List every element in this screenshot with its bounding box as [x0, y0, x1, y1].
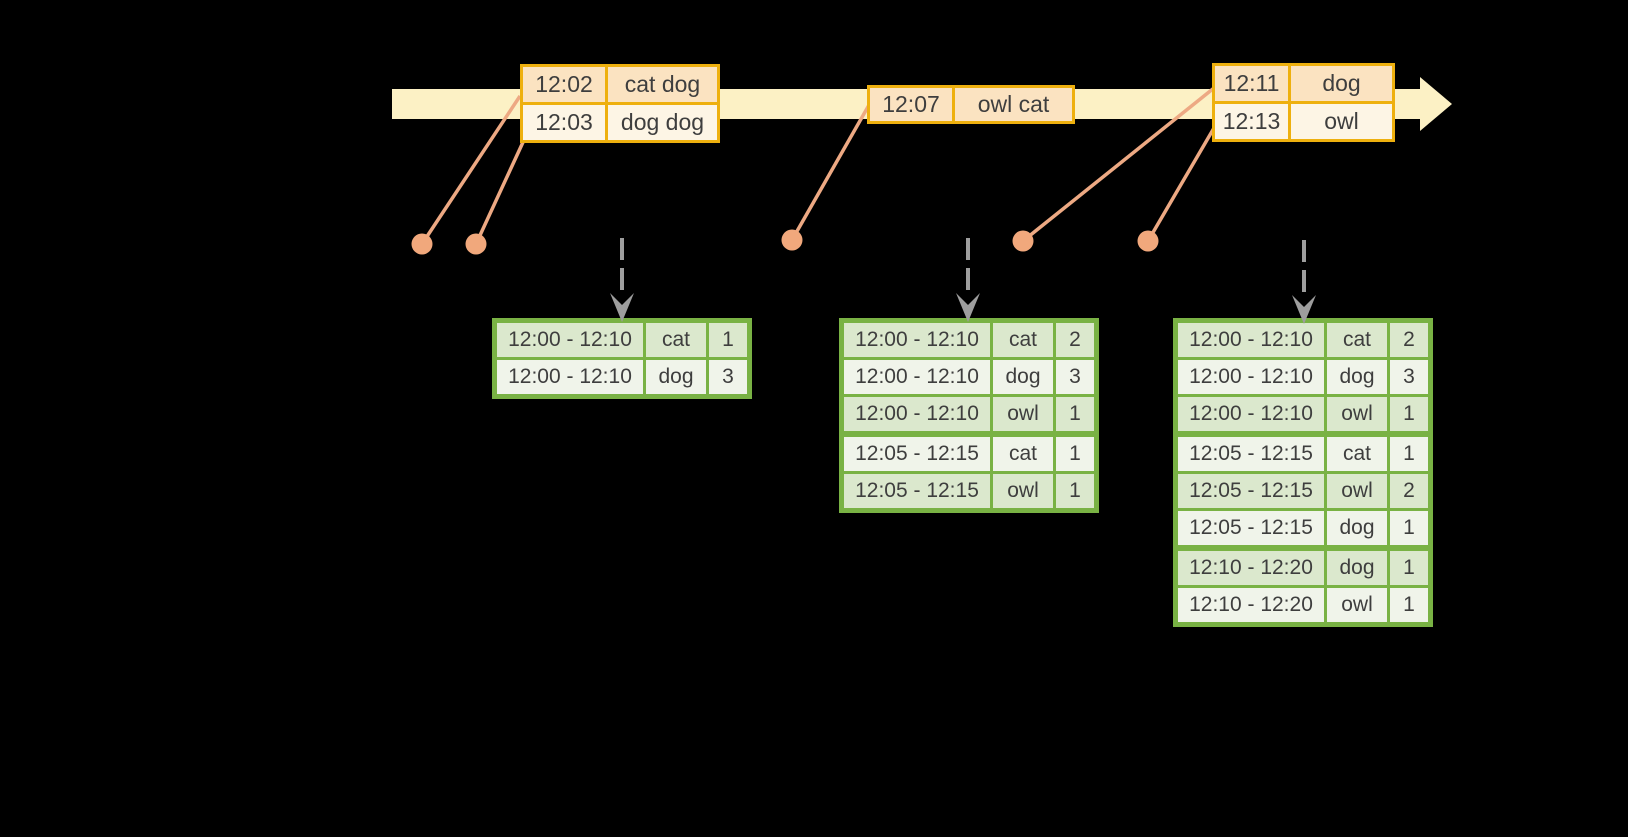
- event-words-cell: cat dog: [608, 67, 717, 102]
- count-cell: 1: [1056, 397, 1094, 431]
- result-table-1: 12:00 - 12:10 cat 1 12:00 - 12:10 dog 3: [492, 318, 752, 399]
- event-words-cell: owl: [1291, 104, 1392, 139]
- trigger-arrow: [956, 238, 980, 322]
- event-connector-line: [474, 139, 526, 245]
- event-time-cell: 12:13: [1215, 104, 1288, 139]
- count-cell: 1: [1390, 588, 1428, 622]
- window-cell: 12:00 - 12:10: [1178, 397, 1324, 431]
- window-group: 12:10 - 12:20 dog 1 12:10 - 12:20 owl 1: [1178, 551, 1428, 622]
- word-cell: dog: [1327, 360, 1387, 394]
- event-time-cell: 12:11: [1215, 66, 1288, 101]
- event-table-1: 12:02 cat dog 12:03 dog dog: [520, 64, 720, 143]
- result-table-2: 12:00 - 12:10 cat 2 12:00 - 12:10 dog 3 …: [839, 318, 1099, 513]
- event-time-cell: 12:07: [870, 88, 952, 121]
- event-marker-dot: [411, 233, 433, 255]
- event-connector-line: [790, 104, 871, 241]
- window-cell: 12:00 - 12:10: [1178, 323, 1324, 357]
- count-cell: 3: [1056, 360, 1094, 394]
- word-cell: cat: [1327, 437, 1387, 471]
- count-cell: 2: [1390, 323, 1428, 357]
- word-cell: cat: [1327, 323, 1387, 357]
- count-cell: 1: [709, 323, 747, 357]
- event-marker-dot: [781, 229, 803, 251]
- count-cell: 2: [1390, 474, 1428, 508]
- window-group: 12:05 - 12:15 cat 1 12:05 - 12:15 owl 1: [844, 437, 1094, 508]
- event-marker-dot: [1012, 230, 1034, 252]
- count-cell: 1: [1056, 437, 1094, 471]
- window-cell: 12:05 - 12:15: [1178, 437, 1324, 471]
- event-time-cell: 12:02: [523, 67, 605, 102]
- word-cell: owl: [1327, 588, 1387, 622]
- word-cell: owl: [1327, 397, 1387, 431]
- count-cell: 2: [1056, 323, 1094, 357]
- event-marker-dot: [465, 233, 487, 255]
- trigger-arrow: [610, 238, 634, 322]
- event-words-cell: dog: [1291, 66, 1392, 101]
- word-cell: cat: [993, 323, 1053, 357]
- window-cell: 12:00 - 12:10: [497, 360, 643, 394]
- count-cell: 3: [709, 360, 747, 394]
- window-cell: 12:05 - 12:15: [844, 437, 990, 471]
- event-table-3: 12:11 dog 12:13 owl: [1212, 63, 1395, 142]
- window-group: 12:00 - 12:10 cat 2 12:00 - 12:10 dog 3 …: [844, 323, 1094, 431]
- event-connector-line: [1146, 127, 1216, 242]
- window-cell: 12:10 - 12:20: [1178, 588, 1324, 622]
- count-cell: 1: [1390, 397, 1428, 431]
- window-cell: 12:00 - 12:10: [844, 360, 990, 394]
- window-cell: 12:00 - 12:10: [1178, 360, 1324, 394]
- word-cell: owl: [993, 474, 1053, 508]
- event-connector-line: [420, 95, 522, 245]
- event-table-2: 12:07 owl cat: [867, 85, 1075, 124]
- window-cell: 12:10 - 12:20: [1178, 551, 1324, 585]
- window-cell: 12:05 - 12:15: [1178, 511, 1324, 545]
- window-group: 12:05 - 12:15 cat 1 12:05 - 12:15 owl 2 …: [1178, 437, 1428, 545]
- timeline-arrow-head: [1420, 77, 1452, 131]
- word-cell: cat: [646, 323, 706, 357]
- event-words-cell: owl cat: [955, 88, 1072, 121]
- count-cell: 3: [1390, 360, 1428, 394]
- event-words-cell: dog dog: [608, 105, 717, 140]
- window-cell: 12:00 - 12:10: [844, 323, 990, 357]
- window-group: 12:00 - 12:10 cat 2 12:00 - 12:10 dog 3 …: [1178, 323, 1428, 431]
- window-cell: 12:00 - 12:10: [844, 397, 990, 431]
- word-cell: dog: [1327, 551, 1387, 585]
- word-cell: owl: [1327, 474, 1387, 508]
- window-cell: 12:05 - 12:15: [844, 474, 990, 508]
- word-cell: owl: [993, 397, 1053, 431]
- word-cell: dog: [646, 360, 706, 394]
- trigger-arrow: [1292, 240, 1316, 324]
- result-table-3: 12:00 - 12:10 cat 2 12:00 - 12:10 dog 3 …: [1173, 318, 1433, 627]
- count-cell: 1: [1390, 551, 1428, 585]
- count-cell: 1: [1390, 511, 1428, 545]
- window-group: 12:00 - 12:10 cat 1 12:00 - 12:10 dog 3: [497, 323, 747, 394]
- count-cell: 1: [1056, 474, 1094, 508]
- word-cell: dog: [1327, 511, 1387, 545]
- event-marker-dot: [1137, 230, 1159, 252]
- word-cell: cat: [993, 437, 1053, 471]
- event-time-cell: 12:03: [523, 105, 605, 140]
- word-cell: dog: [993, 360, 1053, 394]
- window-cell: 12:05 - 12:15: [1178, 474, 1324, 508]
- window-cell: 12:00 - 12:10: [497, 323, 643, 357]
- count-cell: 1: [1390, 437, 1428, 471]
